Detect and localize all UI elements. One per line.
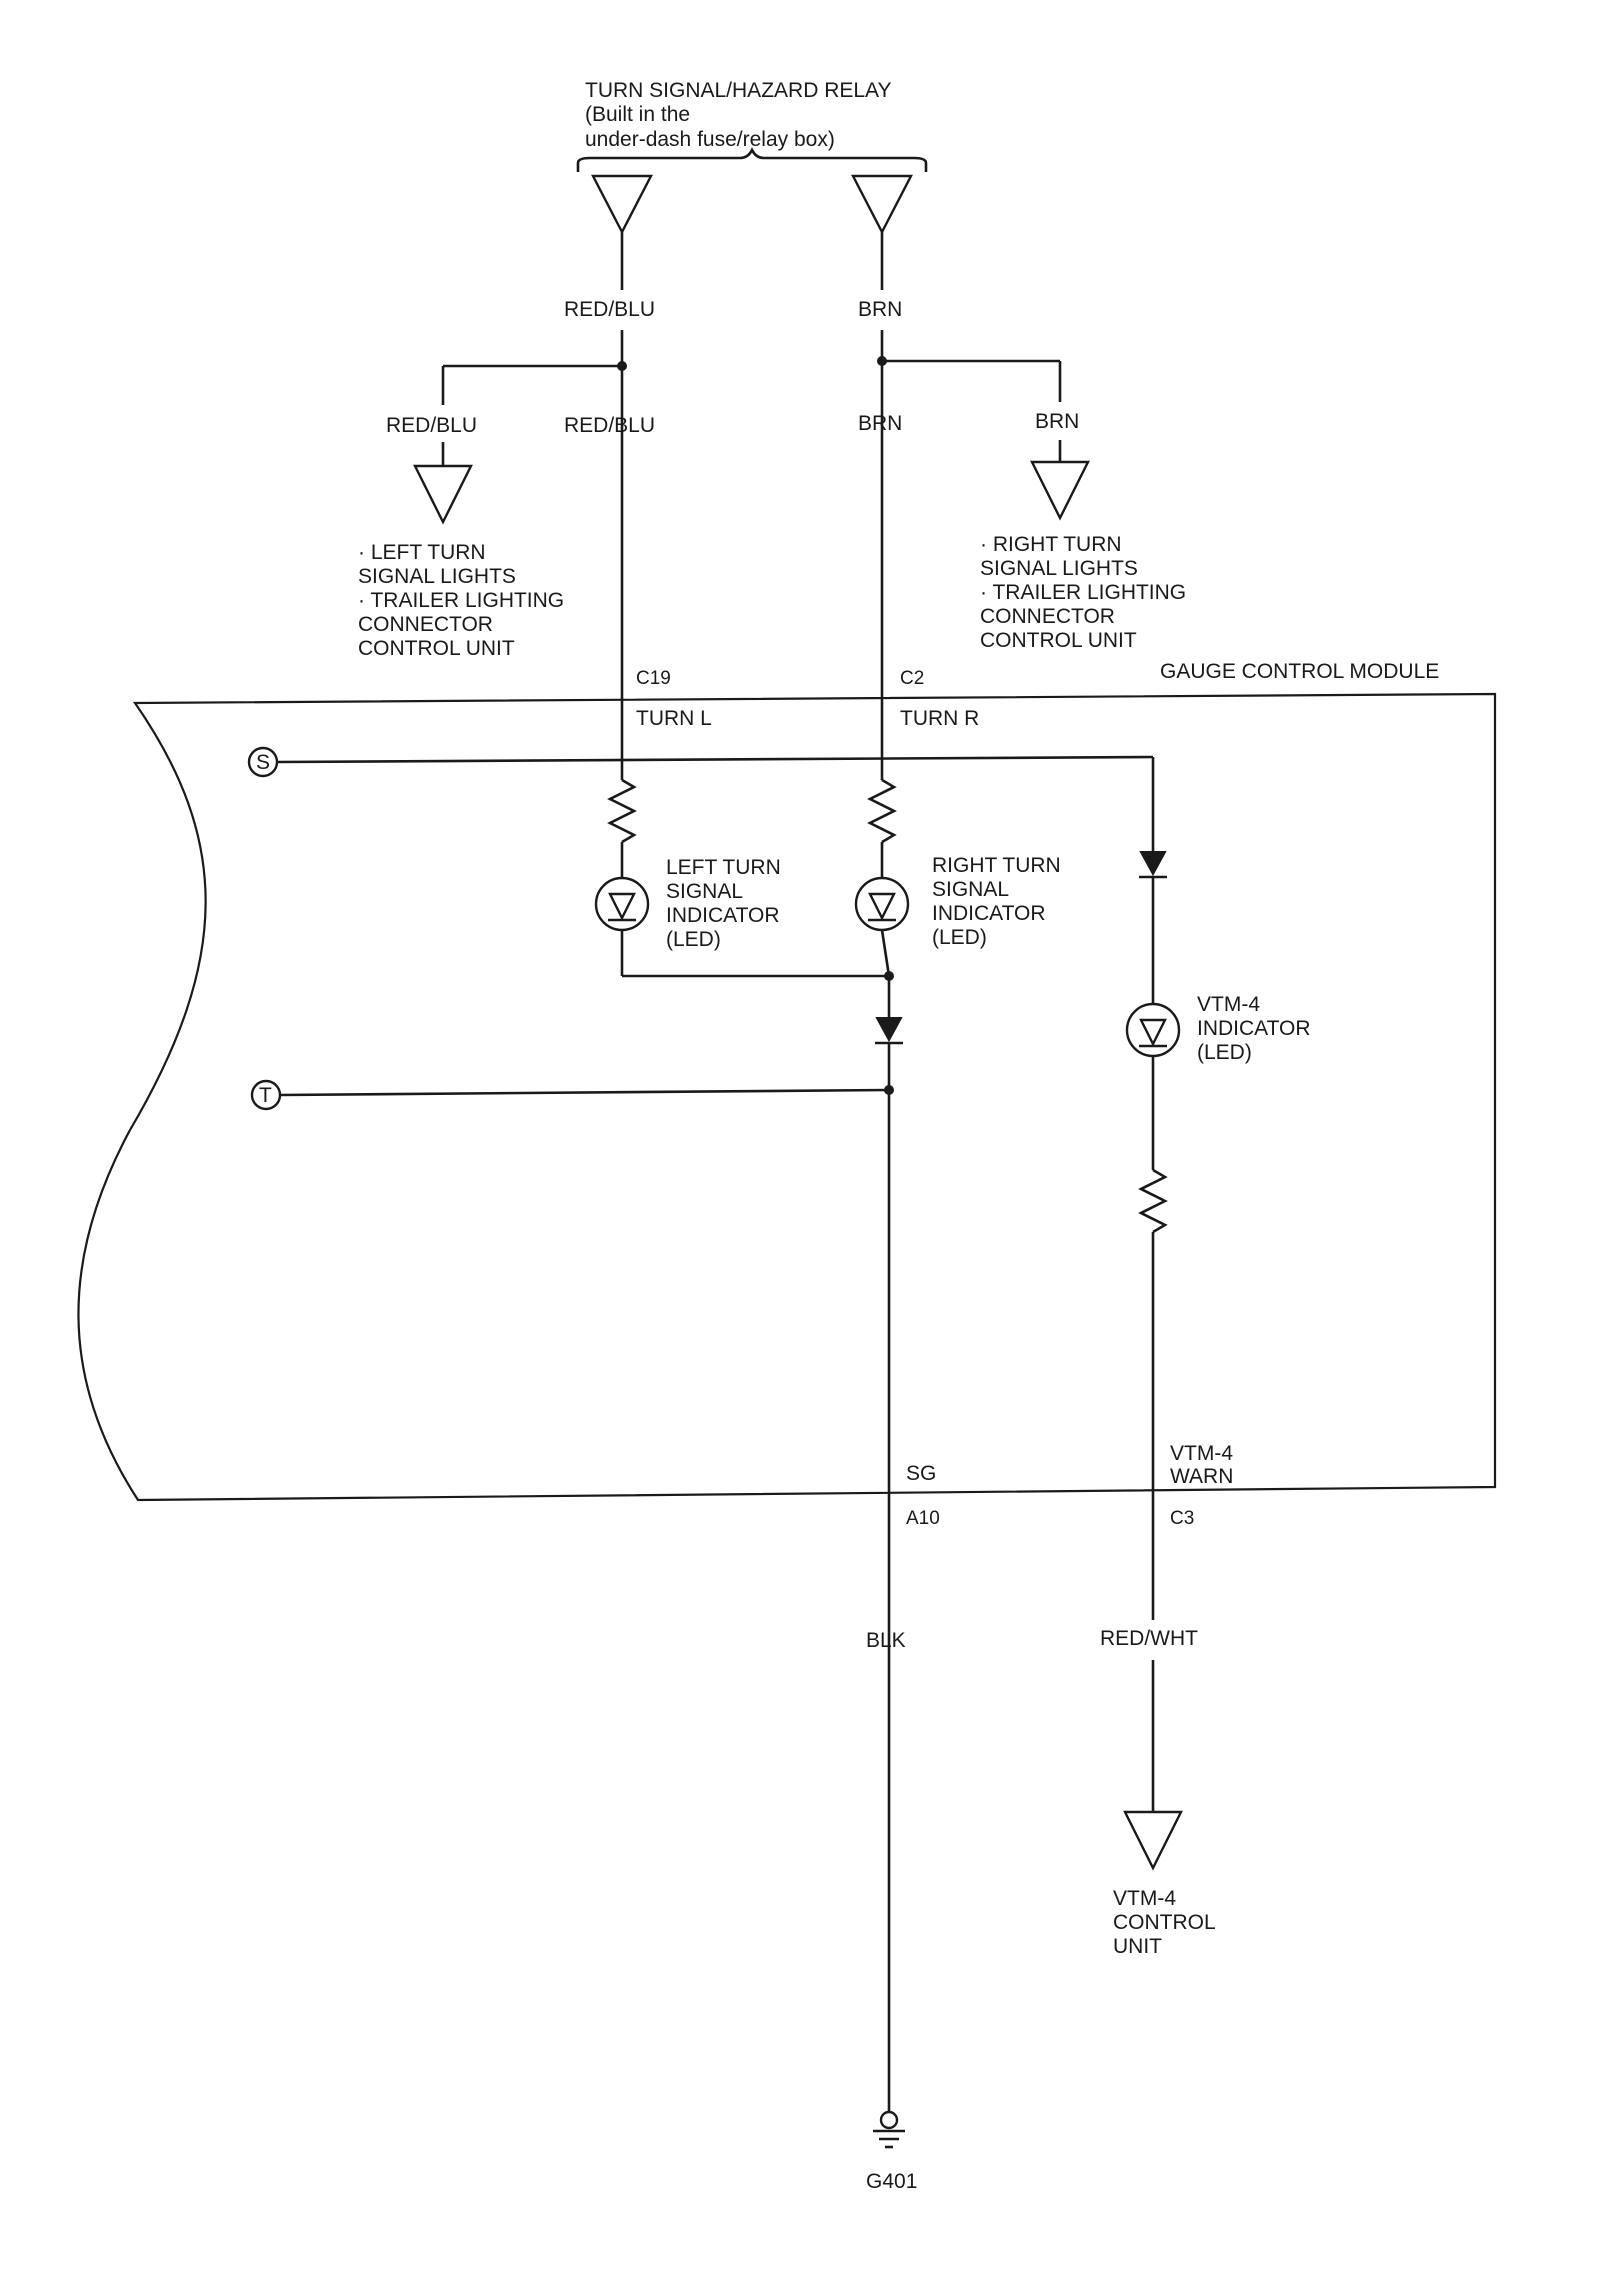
ground-g401: G401 [866, 2110, 917, 2193]
signal-sg: SG [906, 1462, 936, 1485]
left-turn-circuit: RED/BLU RED/BLU RED/BLU · LEFT TURN SIGN… [358, 232, 655, 780]
relay-right-output-symbol [851, 174, 913, 235]
wire-label-left-top: RED/BLU [564, 298, 655, 321]
module-outline [77, 692, 1497, 1502]
right-indicator-branch: RIGHT TURN SIGNAL INDICATOR (LED) [854, 778, 1067, 2113]
vtm-diode-icon [1139, 851, 1167, 877]
vtm-resistor-icon [1138, 1168, 1168, 1234]
right-resistor-icon [867, 778, 897, 844]
t-terminal-circuit: T [250, 1079, 894, 1111]
pin-c2: C2 [900, 668, 924, 689]
wire-label-left-branch: RED/BLU [386, 414, 477, 437]
pin-a10: A10 [906, 1508, 940, 1529]
vtm-indicator-label: VTM-4 INDICATOR (LED) [1197, 993, 1316, 1064]
terminal-s-label: S [256, 751, 270, 774]
left-loads-label: · LEFT TURN SIGNAL LIGHTS · TRAILER LIGH… [358, 541, 570, 660]
relay-note-line2: under-dash fuse/relay box) [585, 128, 835, 151]
left-loads-connector-symbol [413, 464, 473, 525]
wire-label-ground: BLK [866, 1629, 906, 1652]
ground-terminal-icon [879, 2110, 899, 2130]
relay-note-line1: (Built in the [585, 103, 690, 126]
relay-title: TURN SIGNAL/HAZARD RELAY [585, 79, 892, 102]
terminal-t-label: T [259, 1084, 272, 1107]
left-indicator-branch: LEFT TURN SIGNAL INDICATOR (LED) [594, 778, 889, 978]
pin-c3: C3 [1170, 1508, 1194, 1529]
gauge-control-module: GAUGE CONTROL MODULE C19 C2 TURN L TURN … [77, 660, 1497, 1529]
signal-vtm4-warn: VTM-4 WARN [1170, 1442, 1239, 1488]
pin-c19: C19 [636, 668, 671, 689]
vtm-unit-connector-symbol [1123, 1810, 1183, 1871]
module-name: GAUGE CONTROL MODULE [1160, 660, 1439, 683]
splice-point [884, 1085, 894, 1095]
s-terminal-circuit: S VTM-4 INDICATOR (LED) [247, 746, 1316, 1620]
wire-label-right-main: BRN [858, 412, 902, 435]
wire-label-left-main: RED/BLU [564, 414, 655, 437]
ground-diode-icon [875, 1017, 903, 1043]
wire-label-vtm-out: RED/WHT [1100, 1627, 1198, 1650]
right-turn-circuit: BRN BRN BRN · RIGHT TURN SIGNAL LIGHTS ·… [858, 232, 1192, 780]
right-loads-label: · RIGHT TURN SIGNAL LIGHTS · TRAILER LIG… [980, 533, 1192, 652]
signal-turn-r: TURN R [900, 707, 979, 730]
signal-turn-l: TURN L [636, 707, 712, 730]
relay-header: TURN SIGNAL/HAZARD RELAY (Built in the u… [576, 79, 928, 235]
ground-label: G401 [866, 2170, 917, 2193]
wire-label-right-top: BRN [858, 298, 902, 321]
relay-left-output-symbol [591, 174, 653, 235]
left-indicator-label: LEFT TURN SIGNAL INDICATOR (LED) [666, 856, 787, 951]
right-loads-connector-symbol [1030, 460, 1090, 521]
vtm-unit-label: VTM-4 CONTROL UNIT [1113, 1887, 1221, 1958]
wire-label-right-branch: BRN [1035, 410, 1079, 433]
right-indicator-label: RIGHT TURN SIGNAL INDICATOR (LED) [932, 854, 1067, 949]
relay-bracket [576, 147, 928, 172]
vtm-control-unit: VTM-4 CONTROL UNIT [1113, 1660, 1221, 1958]
left-resistor-icon [607, 778, 637, 844]
